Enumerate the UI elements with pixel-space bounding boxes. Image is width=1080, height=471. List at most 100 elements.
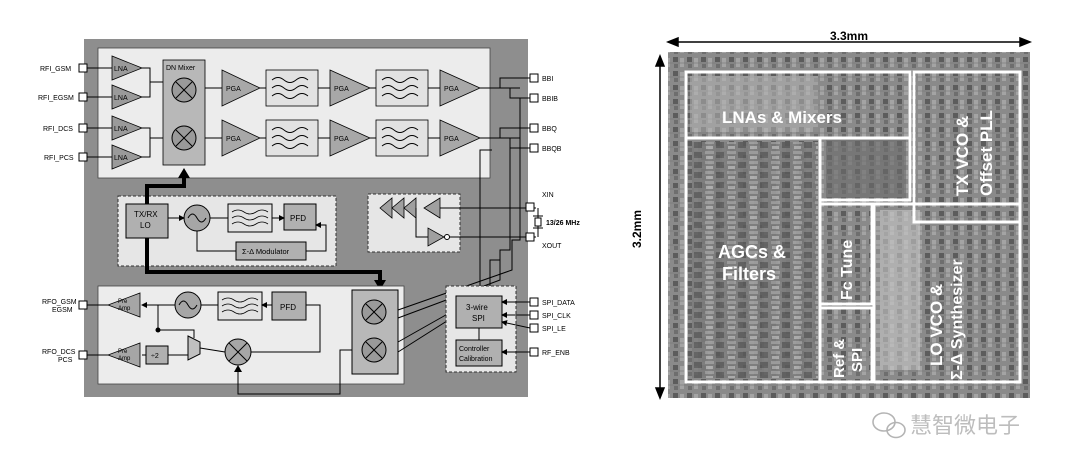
pin-label: XIN	[542, 192, 554, 199]
pin-spi-data	[529, 297, 539, 307]
pin-rfi-gsm	[78, 63, 88, 73]
pin-label: RFI_GSM	[40, 66, 71, 73]
width-label: 3.3mm	[830, 29, 868, 43]
lna-label: LNA	[114, 155, 128, 162]
pin-rfi-dcs	[78, 123, 88, 133]
lo-routing	[145, 174, 382, 282]
pin-bbq	[529, 123, 539, 133]
pin-xout	[525, 232, 535, 242]
pin-label: RFO_DCS	[42, 349, 76, 356]
pre-amp-label: Amp	[118, 356, 131, 362]
vco-icon	[183, 204, 211, 232]
pin-xin	[525, 202, 535, 212]
lna-egsm	[111, 84, 144, 110]
lna-label: LNA	[114, 66, 128, 73]
label-tx-vco: TX VCO &	[953, 116, 972, 196]
controller-label: Calibration	[459, 356, 493, 363]
pre-amp-label: Pre	[118, 349, 128, 355]
label-filters: Filters	[722, 264, 776, 284]
lna-dcs	[111, 115, 144, 141]
pga-amp	[221, 119, 261, 157]
rx-pins: RFI_GSM RFI_EGSM RFI_DCS RFI_PCS	[38, 63, 88, 162]
region-labels: LNAs & Mixers AGCs & Filters Fc Tune Ref…	[718, 108, 996, 380]
label-ref: Ref &	[831, 339, 848, 378]
pin-label: XOUT	[542, 243, 562, 250]
spi-label: 3-wire	[466, 303, 488, 312]
pga-label: PGA	[334, 86, 349, 93]
pin-bbi	[529, 73, 539, 83]
mixer-icon	[171, 125, 197, 151]
xtal-buffers	[379, 197, 445, 247]
tx-vco-icon	[174, 291, 202, 319]
region-ref-spi	[818, 306, 874, 384]
crystal-icon	[533, 208, 543, 237]
pre-amp-dcs	[106, 342, 141, 368]
label-synthesizer: Σ-Δ Synthesizer	[949, 259, 966, 380]
filter-icon	[265, 119, 319, 157]
watermark: 慧智微电子	[872, 412, 1020, 439]
mixer-icon	[361, 299, 387, 325]
watermark-text: 慧智微电子	[910, 413, 1020, 438]
pre-amp-gsm	[106, 292, 141, 318]
pga-label: PGA	[226, 86, 241, 93]
pga-amp	[439, 119, 481, 157]
controller-label: Controller	[459, 346, 490, 353]
sigma-delta-label: Σ-Δ Modulator	[242, 247, 290, 256]
pin-rfi-egsm	[78, 92, 88, 102]
pin-label: RF_ENB	[542, 350, 570, 357]
pga-label: PGA	[334, 136, 349, 143]
label-spi: SPI	[849, 348, 866, 372]
pin-label: BBQB	[542, 146, 562, 153]
region-fc-tune	[818, 202, 874, 306]
lna-gsm	[111, 55, 144, 81]
pin-spi-clk	[529, 310, 539, 320]
pin-label: EGSM	[52, 307, 73, 314]
lna-label: LNA	[114, 95, 128, 102]
spi-block	[455, 295, 503, 329]
height-dimension	[654, 53, 666, 401]
pin-rfo-gsm	[78, 300, 88, 310]
pga-label: PGA	[444, 136, 459, 143]
spi-pins: SPI_DATA SPI_CLK SPI_LE RF_ENB	[529, 297, 575, 357]
block-diagram: RFI_GSM RFI_EGSM RFI_DCS RFI_PCS LNA LNA…	[38, 39, 580, 397]
pga-row-i: PGA PGA PGA	[221, 69, 481, 107]
controller-block	[455, 339, 503, 367]
region-tx-vco	[912, 70, 1022, 224]
filter-icon	[217, 291, 263, 321]
pfd-label: PFD	[280, 303, 296, 312]
region-lo-vco	[872, 202, 1022, 384]
filter-icon	[375, 69, 429, 107]
pga-amp	[221, 69, 261, 107]
filter-icon	[227, 203, 273, 233]
txrx-lo-label: LO	[140, 221, 151, 230]
pin-label: RFI_PCS	[44, 155, 74, 162]
pin-label: PCS	[58, 357, 73, 364]
label-agcs: AGCs &	[718, 242, 786, 262]
bb-pins: BBI BBIB BBQ BBQB	[529, 73, 562, 153]
filter-icon	[375, 119, 429, 157]
label-lna-mixers: LNAs & Mixers	[722, 108, 842, 127]
mixer-icon	[361, 337, 387, 363]
pre-amp-label: Amp	[118, 306, 131, 312]
label-fc-tune: Fc Tune	[839, 240, 856, 300]
region-outlines	[684, 70, 1022, 384]
tx-mixer-icon	[224, 338, 252, 366]
spi-label: SPI	[472, 314, 485, 323]
pga-row-q: PGA PGA PGA	[221, 119, 481, 157]
pin-bbqb	[529, 143, 539, 153]
filter-icon	[265, 69, 319, 107]
width-dimension	[665, 36, 1033, 48]
pga-amp	[439, 69, 481, 107]
txrx-lo-label: TX/RX	[134, 210, 158, 219]
xtal-freq-label: 13/26 MHz	[546, 220, 580, 227]
pin-label: RFI_EGSM	[38, 95, 74, 102]
pin-label: RFO_GSM	[42, 299, 77, 306]
pin-label: BBQ	[542, 126, 557, 133]
mux-icon	[187, 335, 201, 361]
pin-label: SPI_LE	[542, 326, 566, 333]
pin-label: RFI_DCS	[43, 126, 73, 133]
mixer-icon	[171, 77, 197, 103]
pga-label: PGA	[226, 136, 241, 143]
pga-label: PGA	[444, 86, 459, 93]
